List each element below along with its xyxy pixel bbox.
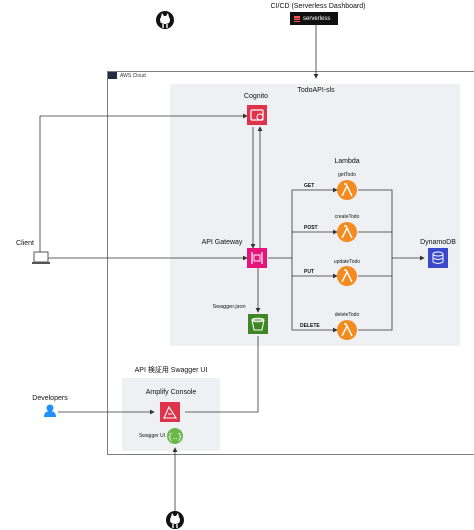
swagger-icon: {…} xyxy=(167,428,183,444)
dynamodb-label: DynamoDB xyxy=(420,239,456,246)
serverless-badge-label: serverless xyxy=(303,15,331,22)
serverless-badge: serverless xyxy=(290,12,338,25)
swagger-group-label: API 検証用 Swagger UI xyxy=(135,365,208,374)
dynamodb-icon xyxy=(428,248,448,268)
serverless-logo-icon xyxy=(294,15,300,22)
aws-cloud-label: AWS Cloud xyxy=(120,72,146,79)
lambda-icon xyxy=(337,320,357,340)
svg-text:{…}: {…} xyxy=(168,433,182,442)
s3-label: Swagger.json xyxy=(212,304,245,310)
connectors xyxy=(39,25,425,515)
fn-createtodo: createTodo xyxy=(335,214,360,220)
fn-gettodo: getTodo xyxy=(338,172,356,178)
amplify-label: Amplify Console xyxy=(146,389,197,396)
todoapi-label: TodoAPI-sls xyxy=(297,87,335,94)
aws-cloud-group: AWS Cloud xyxy=(107,71,474,455)
user-icon xyxy=(44,404,56,417)
lambda-label: Lambda xyxy=(334,158,359,165)
method-delete: DELETE xyxy=(300,323,320,329)
lambda-icon xyxy=(337,266,357,286)
lambda-icon xyxy=(337,180,357,200)
cognito-label: Cognito xyxy=(244,93,268,100)
s3-to-amplify-line xyxy=(185,336,259,413)
github-icon xyxy=(166,511,184,529)
swaggerui-label: Swagger UI xyxy=(139,433,165,439)
cognito-icon xyxy=(247,105,267,125)
aws-logo-icon xyxy=(108,72,117,79)
github-icon xyxy=(156,11,174,29)
laptop-icon xyxy=(32,251,50,264)
method-get: GET xyxy=(304,183,314,189)
lambda-right-stubs xyxy=(358,231,392,277)
aws-cloud-tag: AWS Cloud xyxy=(108,72,146,79)
lambda-right-bus xyxy=(358,189,393,331)
client-to-cognito-line xyxy=(39,113,248,258)
developers-label: Developers xyxy=(32,395,68,402)
api-gateway-icon xyxy=(247,248,267,268)
apigw-label: API Gateway xyxy=(202,239,243,246)
s3-bucket-icon xyxy=(248,314,268,334)
lambda-icon xyxy=(337,222,357,242)
client-label: Client xyxy=(16,240,34,247)
amplify-icon xyxy=(160,402,180,422)
fn-updatetodo: updateTodo xyxy=(334,259,360,265)
method-post: POST xyxy=(304,225,318,231)
method-put: PUT xyxy=(304,269,314,275)
fn-deletetodo: deleteTodo xyxy=(335,312,360,318)
cicd-label: CI/CD (Serverless Dashboard) xyxy=(271,3,366,10)
todoapi-group xyxy=(170,84,460,346)
